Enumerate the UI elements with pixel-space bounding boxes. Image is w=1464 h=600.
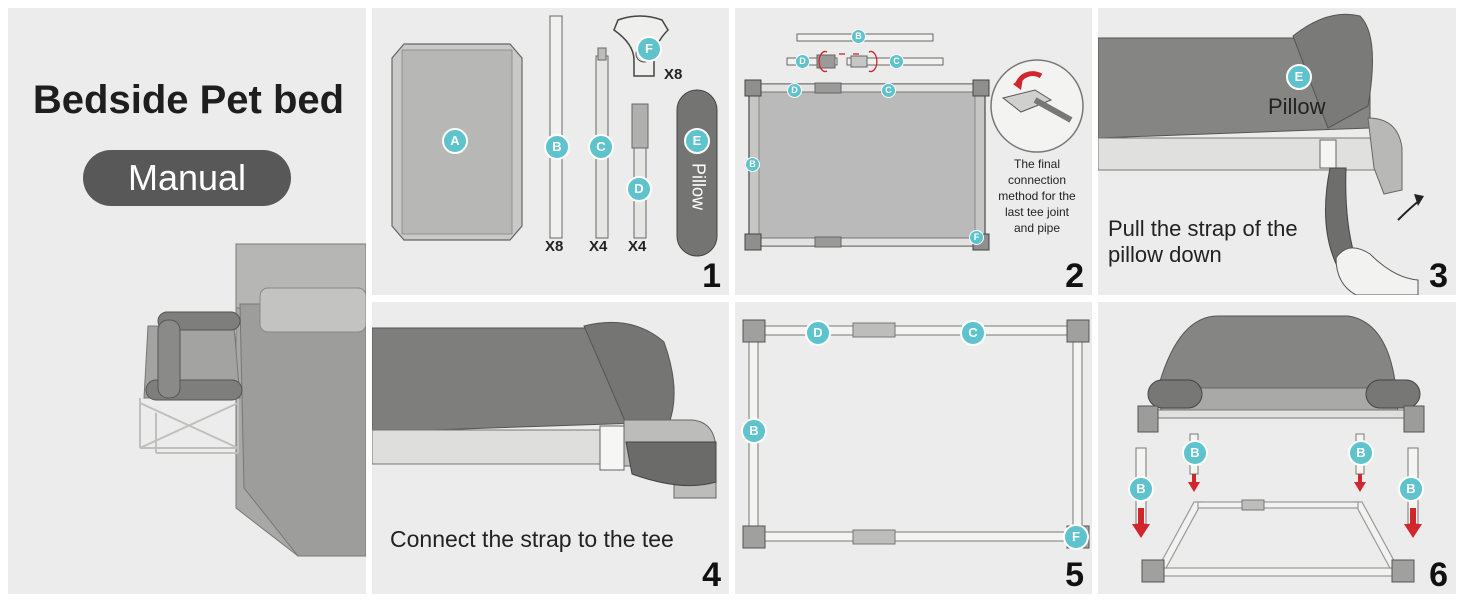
label-b-left-outer: B [1128,476,1154,502]
label-e: E [684,128,710,154]
label-d: D [805,320,831,346]
step-number: 2 [1065,259,1084,293]
label-b-top: B [851,29,866,44]
label-c: C [960,320,986,346]
qty-c: X4 [589,238,607,255]
label-c-top: C [889,54,904,69]
label-d: D [626,176,652,202]
frame-illustration [735,302,1092,594]
pillow-label: Pillow [1268,94,1325,120]
label-f-frame: F [969,230,984,245]
step-number: 4 [702,558,721,592]
step-number: 6 [1429,558,1448,592]
step-1-panel: A B C D E F Pillow X8 X8 X4 X4 1 [372,8,729,295]
label-b: B [741,418,767,444]
qty-d: X4 [628,238,646,255]
step-6-panel: B B B B 6 [1098,302,1456,594]
cover-panel: Bedside Pet bed Manual [8,8,366,594]
step-number: 3 [1429,259,1448,293]
step-number: 5 [1065,558,1084,592]
label-c-frame: C [881,83,896,98]
qty-b: X8 [545,238,563,255]
label-b-right-inner: B [1348,440,1374,466]
label-b: B [544,134,570,160]
step-number: 1 [702,259,721,293]
label-c: C [588,134,614,160]
label-b-left-inner: B [1182,440,1208,466]
leg-assembly-illustration [1098,302,1456,594]
label-f: F [1063,524,1089,550]
label-b-right-outer: B [1398,476,1424,502]
label-d-frame: D [787,83,802,98]
step-5-panel: D C B F 5 [735,302,1092,594]
label-d-top: D [795,54,810,69]
qty-f: X8 [664,66,682,83]
label-f: F [636,36,662,62]
step-4-panel: Connect the strap to the tee 4 [372,302,729,594]
step-4-caption: Connect the strap to the tee [390,526,674,553]
label-b-frame: B [745,157,760,172]
label-a: A [442,128,468,154]
pillow-label: Pillow [688,157,709,217]
frame-assembly-illustration [735,8,1092,295]
label-e: E [1286,64,1312,90]
bedside-illustration [8,8,366,594]
